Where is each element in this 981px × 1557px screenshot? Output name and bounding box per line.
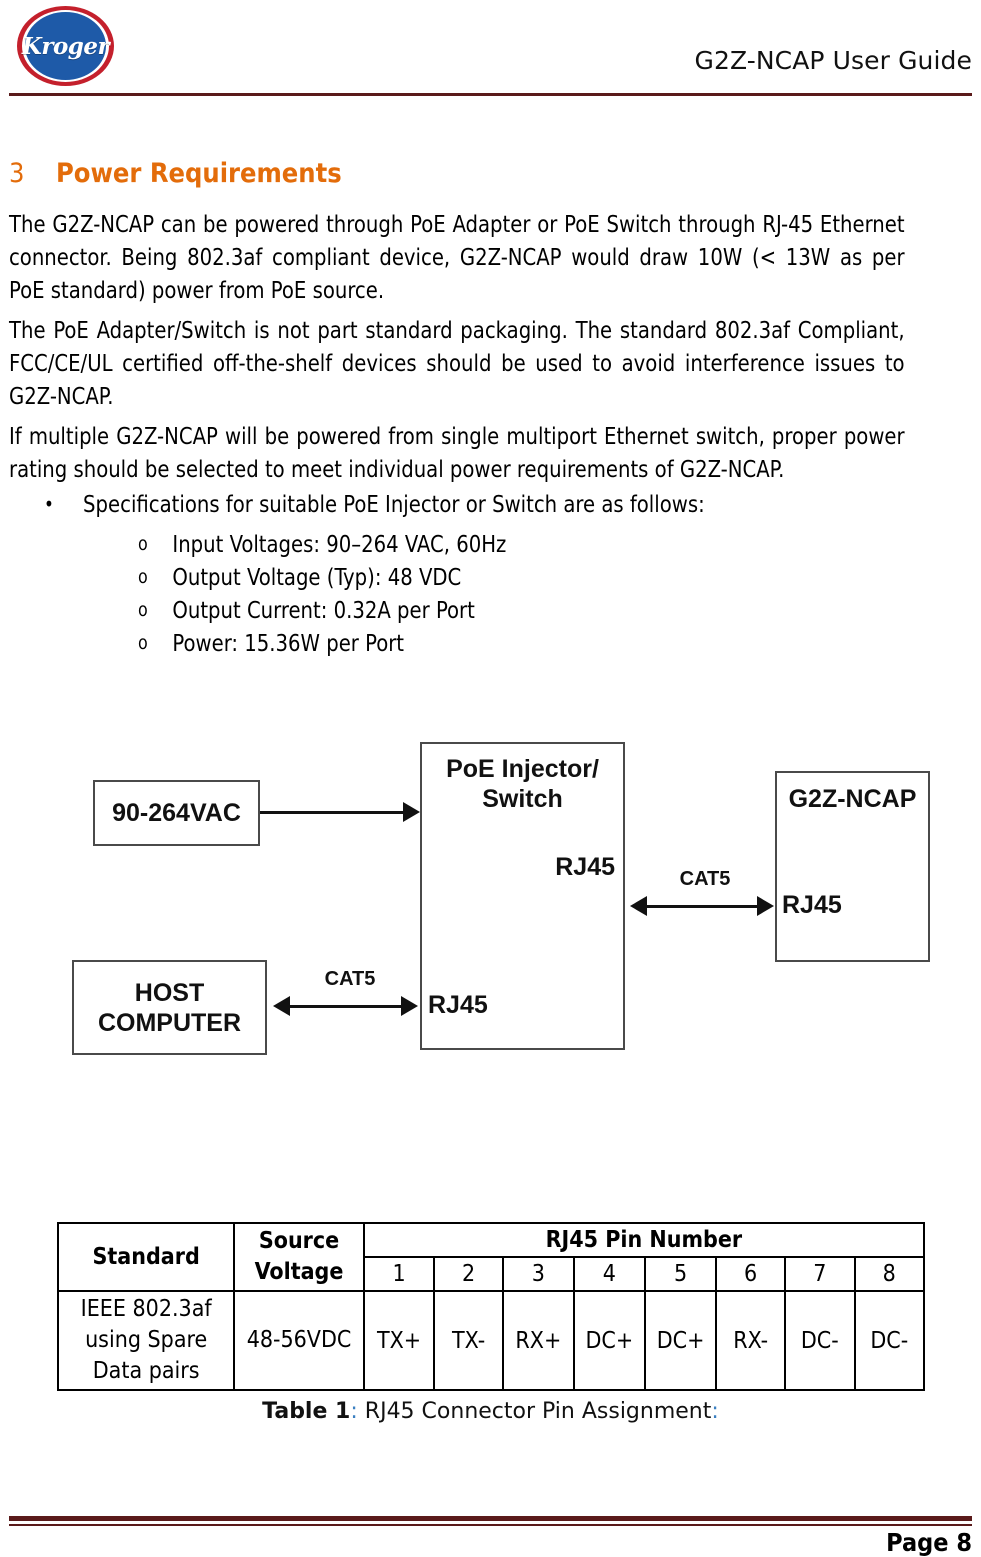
rj45-pin-table: Standard Source Voltage RJ45 Pin Number … [56,1222,926,1391]
arrow-line-host-to-poe [289,1005,402,1008]
footer-divider-thick [9,1516,972,1521]
caption-label: Table 1 [262,1399,351,1424]
sub-item-output-voltage: o Output Voltage (Typ): 48 VDC [138,561,882,594]
td-pin-5: DC+ [643,1290,718,1391]
table-header-row-2: 1 2 3 4 5 6 7 8 [58,1256,926,1292]
kroger-logo: Kroger [17,6,114,86]
td-pin-2: TX- [433,1290,504,1391]
header-divider [9,93,972,96]
diagram-label-cat5-ncap: CAT5 [679,868,731,890]
td-pin-4: DC+ [572,1290,646,1391]
sub-marker: o [138,533,148,555]
diagram-box-vac [93,780,260,846]
caption-text: RJ45 Connector Pin Assignment [357,1399,712,1424]
arrow-line-poe-to-ncap [646,905,758,908]
poe-connection-diagram: 90-264VAC HOST COMPUTER CAT5 PoE Injecto… [0,612,981,1055]
diagram-label-vac: 90-264VAC [112,799,241,827]
th-pin-5: 5 [643,1256,718,1292]
th-pin-1: 1 [362,1256,436,1292]
arrow-head-to-poe-bottom [401,996,418,1016]
diagram-label-cat5-host: CAT5 [324,968,376,990]
sub-text: Input Voltages: 90–264 VAC, 60Hz [172,530,507,558]
logo-disc [25,12,106,80]
arrow-head-to-host [273,996,290,1016]
sub-marker: o [138,599,148,621]
section-title: Power Requirements [56,158,342,189]
sub-text: Output Voltage (Typ): 48 VDC [172,563,462,591]
sub-text: Power: 15.36W per Port [172,629,405,657]
bullet-marker: • [44,492,54,516]
table-header-row-1: Standard Source Voltage RJ45 Pin Number [56,1222,926,1292]
th-source-voltage: Source Voltage [233,1222,365,1292]
bullet-item: • Specifications for suitable PoE Inject… [44,488,881,521]
td-standard: IEEE 802.3af using Spare Data pairs [56,1290,236,1391]
th-standard: Standard [56,1222,236,1292]
paragraph-3: If multiple G2Z-NCAP will be powered fro… [9,422,905,483]
th-rj45-pin-number: RJ45 Pin Number [362,1222,926,1258]
diagram-label-host: HOST COMPUTER [97,979,242,1037]
td-pin-7: DC- [784,1290,856,1391]
sub-item-input-voltages: o Input Voltages: 90–264 VAC, 60Hz [138,528,882,561]
td-pin-1: TX+ [362,1290,436,1391]
header-document-title: G2Z-NCAP User Guide [694,46,972,75]
diagram-port-poe-rj45-right: RJ45 [555,853,615,881]
arrow-head-to-poe-right [630,896,647,916]
page-header: Kroger G2Z-NCAP User Guide [0,0,981,100]
logo-wordmark: Kroger [21,32,110,60]
arrow-head-to-ncap [757,896,774,916]
section-number: 3 [9,158,25,189]
td-pin-8: DC- [853,1290,926,1391]
th-pin-2: 2 [433,1256,504,1292]
diagram-port-poe-rj45-bottom: RJ45 [428,991,488,1019]
table-row: IEEE 802.3af using Spare Data pairs 48-5… [56,1290,926,1391]
sub-marker: o [138,566,148,588]
bullet-text: Specifications for suitable PoE Injector… [83,490,705,518]
rj45-pin-table-wrapper: Standard Source Voltage RJ45 Pin Number … [56,1222,926,1391]
diagram-label-ncap: G2Z-NCAP [788,785,917,813]
th-pin-4: 4 [572,1256,646,1292]
caption-colon-2: : [711,1399,719,1424]
td-pin-6: RX- [715,1290,787,1391]
paragraph-1: The G2Z-NCAP can be powered through PoE … [9,210,905,304]
paragraph-2: The PoE Adapter/Switch is not part stand… [9,316,905,410]
diagram-box-poe [420,742,625,1050]
diagram-port-ncap-rj45: RJ45 [782,891,842,919]
footer-divider-thin [9,1524,972,1526]
caption-colon-1: : [350,1399,358,1424]
arrow-head-vac-to-poe [403,802,420,822]
diagram-box-ncap [775,771,930,962]
th-pin-3: 3 [501,1256,575,1292]
page-number: Page 8 [886,1528,972,1557]
sub-text: Output Current: 0.32A per Port [172,596,475,624]
td-pin-3: RX+ [501,1290,575,1391]
sub-marker: o [138,632,148,654]
diagram-label-poe: PoE Injector/ Switch [446,755,599,813]
th-pin-7: 7 [784,1256,856,1292]
sub-item-output-current: o Output Current: 0.32A per Port [138,594,882,627]
diagram-box-host [72,960,267,1055]
sub-item-power: o Power: 15.36W per Port [138,627,882,660]
th-pin-6: 6 [715,1256,787,1292]
arrow-line-vac-to-poe [260,811,404,814]
th-pin-8: 8 [853,1256,926,1292]
section-heading: 3 Power Requirements [9,158,609,189]
td-source-voltage: 48-56VDC [233,1290,365,1391]
table-caption: Table 1: RJ45 Connector Pin Assignment: [0,1399,981,1424]
